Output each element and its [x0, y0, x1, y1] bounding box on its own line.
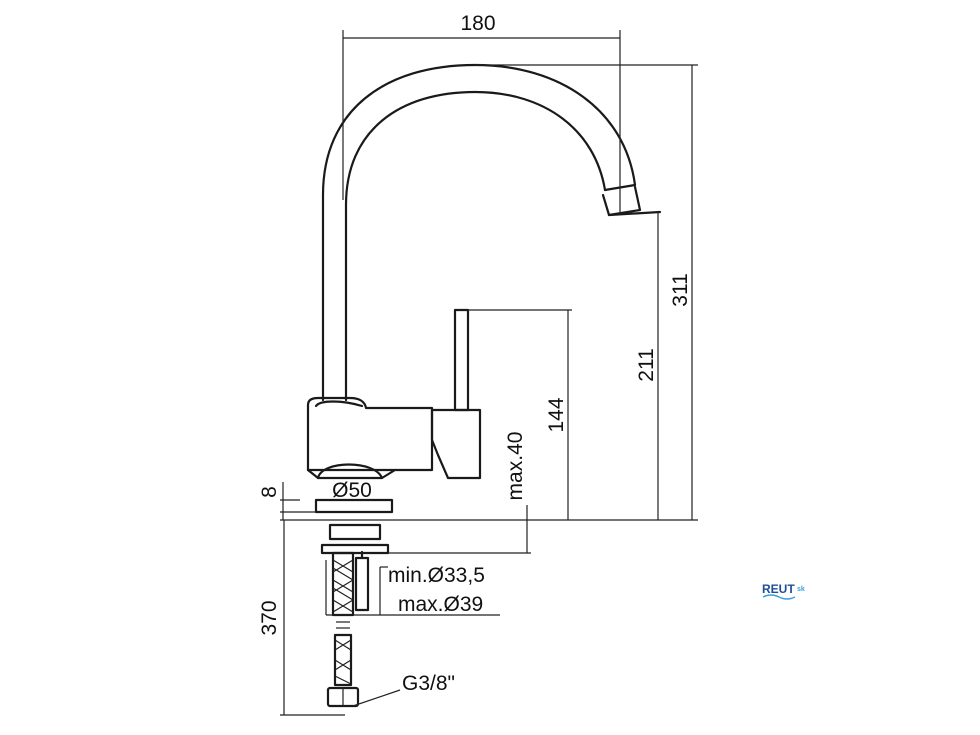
body-housing — [306, 396, 434, 480]
dimension-lines — [280, 30, 698, 716]
dim-connection-label: G3/8" — [402, 672, 455, 695]
wave-icon — [762, 594, 796, 600]
dim-8-label: 8 — [258, 486, 281, 498]
dim-max-hole-label: max.Ø39 — [398, 593, 483, 616]
dim-base-diameter-label: Ø50 — [332, 479, 372, 502]
dim-180-label: 180 — [460, 12, 495, 35]
dim-144-label: 144 — [545, 397, 568, 432]
dim-311-label: 311 — [669, 273, 692, 306]
brand-logo: REUT sk — [762, 582, 805, 600]
brand-logo-text: REUT — [762, 582, 795, 596]
base-flange — [280, 498, 698, 521]
brand-logo-suffix: sk — [797, 586, 805, 593]
dim-370-label: 370 — [258, 600, 281, 635]
dim-211-label: 211 — [635, 348, 658, 381]
fixing-stud — [320, 523, 390, 612]
lever-handle — [430, 308, 482, 480]
flexible-hose — [326, 551, 360, 708]
spout — [321, 63, 662, 402]
dim-max40-label: max.40 — [504, 432, 527, 501]
dim-min-hole-label: min.Ø33,5 — [388, 564, 485, 587]
